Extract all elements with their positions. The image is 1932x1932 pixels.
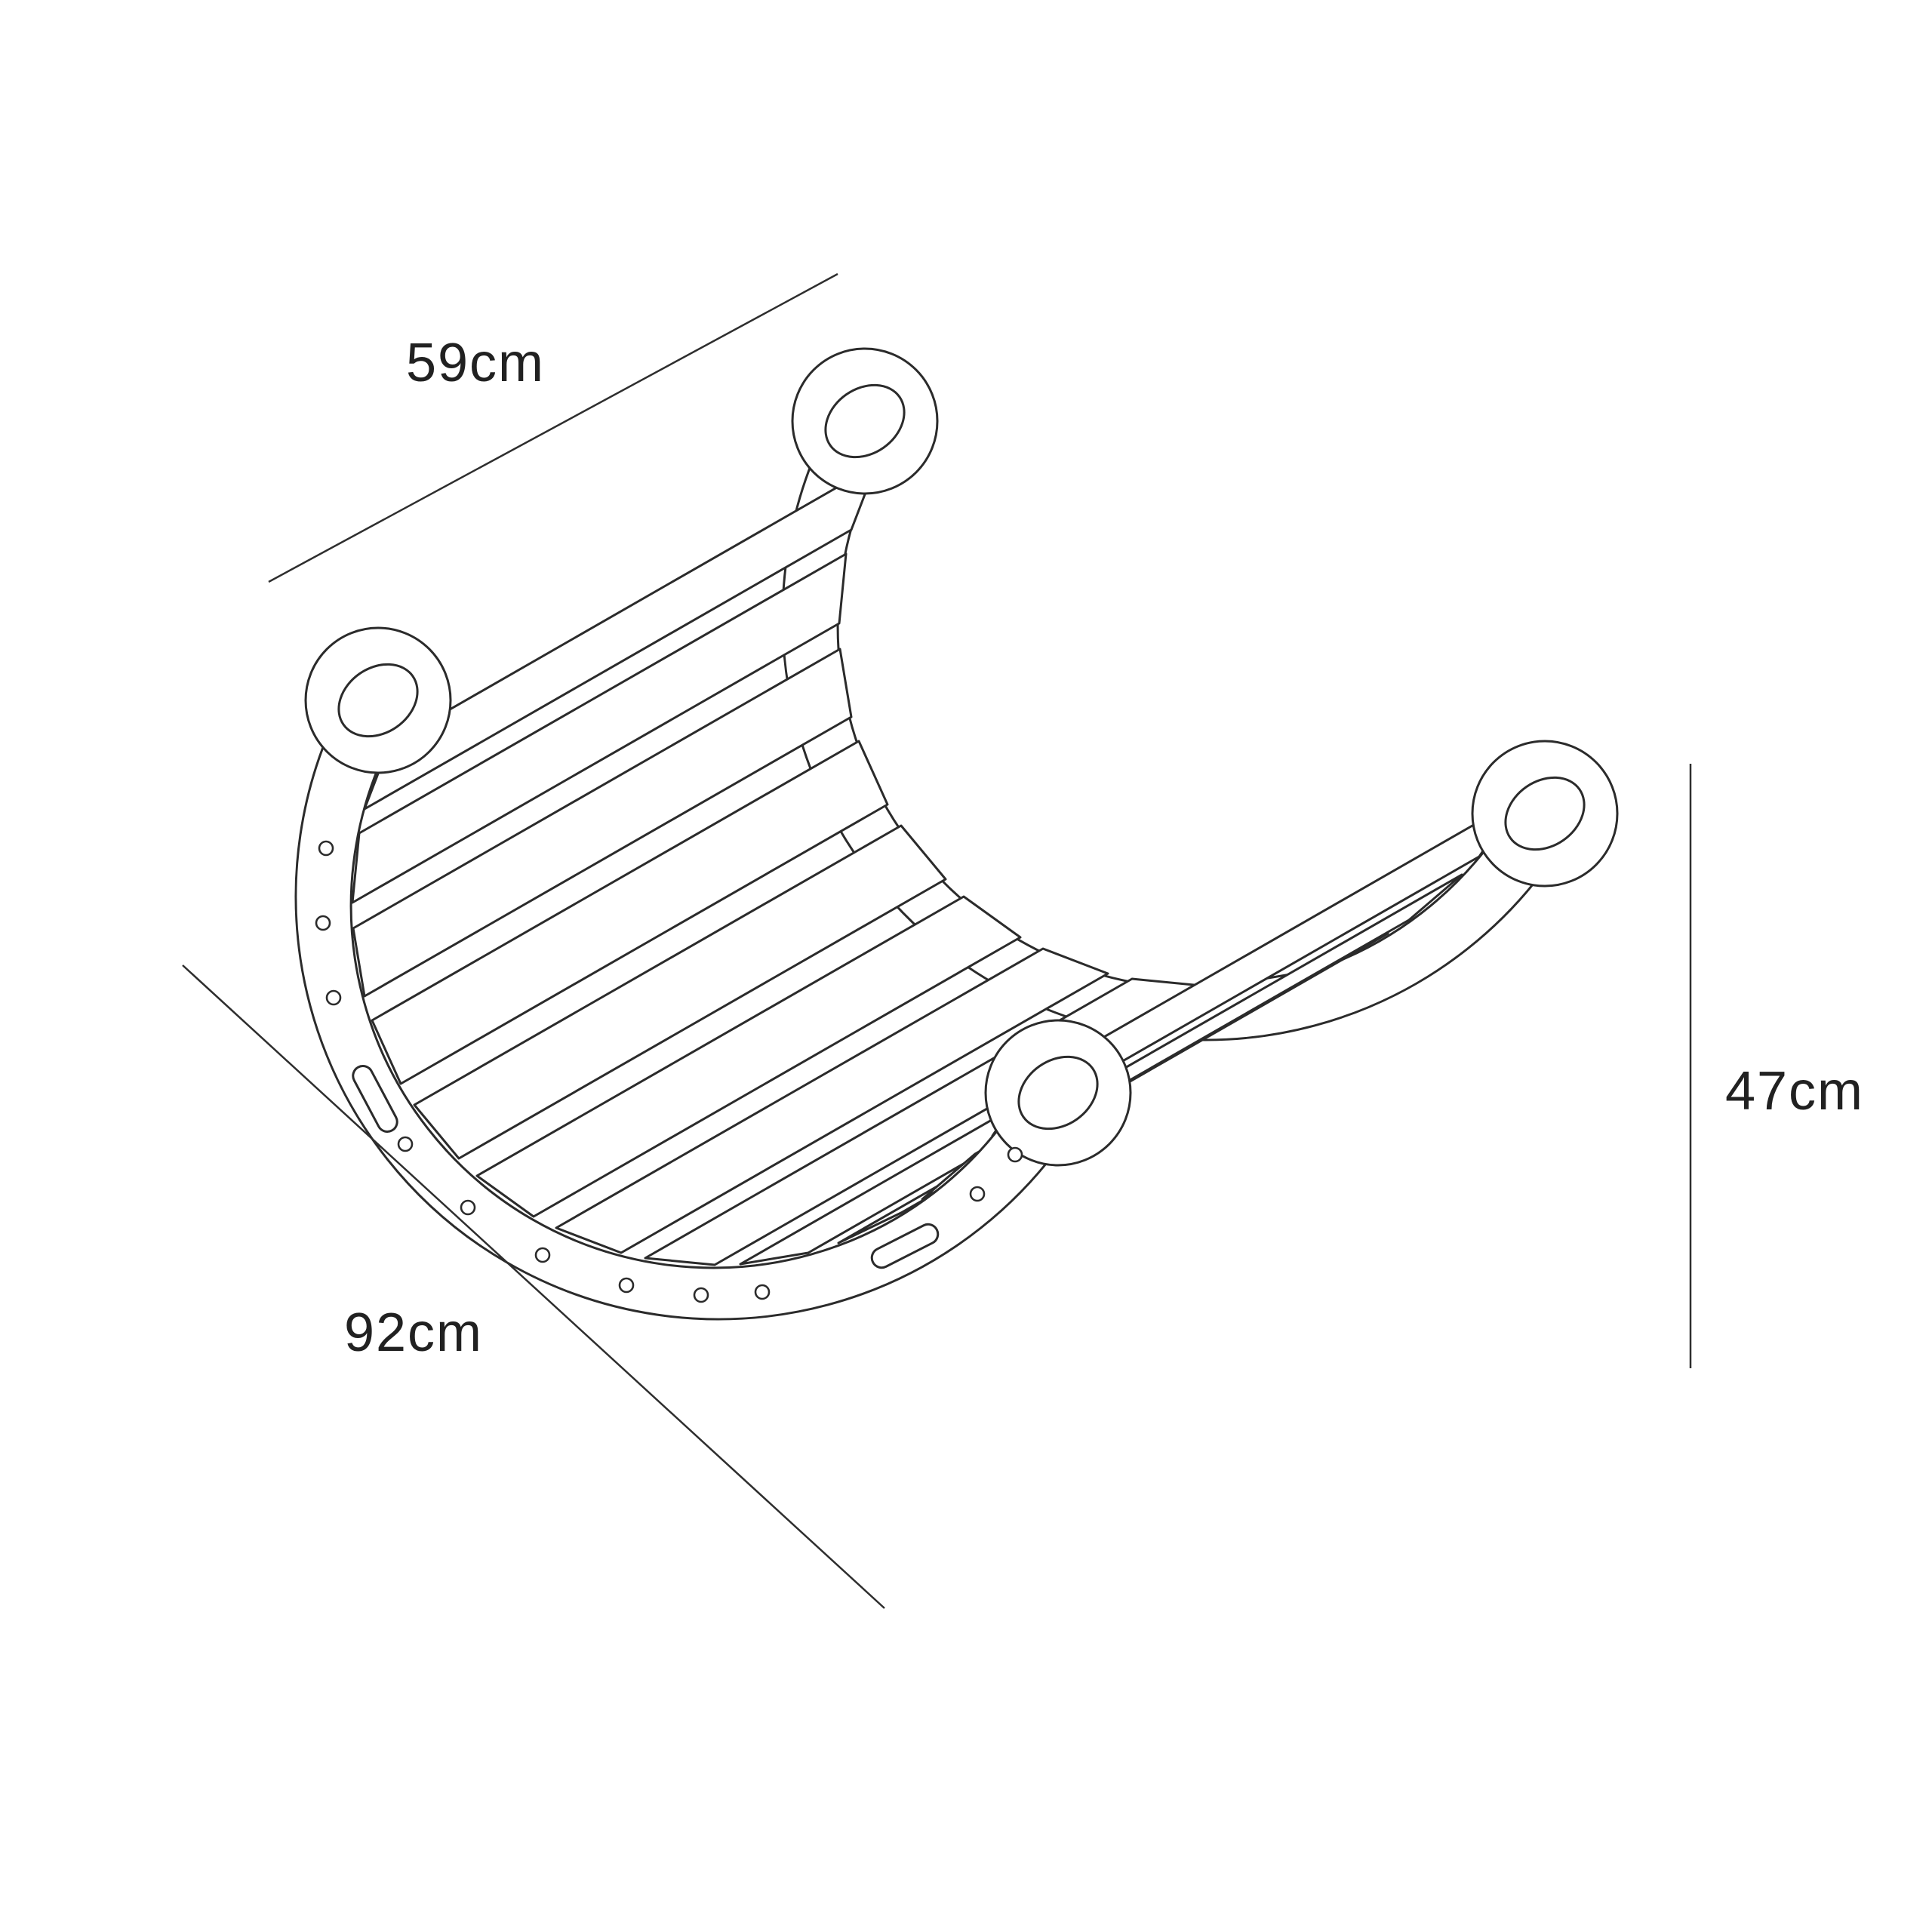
handle-hole [1017,1055,1099,1131]
bed-slats [351,463,1297,1266]
screw-holes [315,840,1023,1303]
screw-hole [315,915,331,931]
rocker-drawing [294,347,1619,1321]
screw-hole [318,840,334,857]
dim-line-92cm [182,964,885,1609]
bed-slat [371,740,889,1085]
handle-hole [1504,776,1586,851]
grip-slot [870,1223,940,1269]
handle-hole [824,383,906,459]
screw-hole [534,1247,551,1263]
dim-label-47cm: 47cm [1725,1061,1864,1121]
screw-hole [325,989,342,1006]
dim-label-59cm: 59cm [406,333,545,393]
bed-slat [555,947,1109,1254]
bed-slat [352,648,853,998]
grip-slots [352,1065,940,1269]
far-handle-lobes [791,347,1619,888]
bed-slat [363,463,878,811]
screw-hole [693,1287,709,1303]
screw-hole [754,1284,771,1300]
screw-hole [969,1186,986,1202]
dim-label-92cm: 92cm [344,1303,483,1363]
bed-slat [351,552,848,904]
bed-slat [413,824,947,1160]
near-handle-lobes [304,626,1132,1167]
dimension-annotations: 59cm 92cm 47cm [182,272,1864,1609]
dim-line-59cm [268,272,838,583]
bed-slat [475,895,1022,1218]
screw-hole [1007,1146,1023,1163]
handle-hole [337,663,419,738]
screw-hole [618,1277,635,1294]
screw-hole [397,1136,414,1152]
screw-hole [460,1199,476,1216]
grip-slot [352,1065,398,1133]
